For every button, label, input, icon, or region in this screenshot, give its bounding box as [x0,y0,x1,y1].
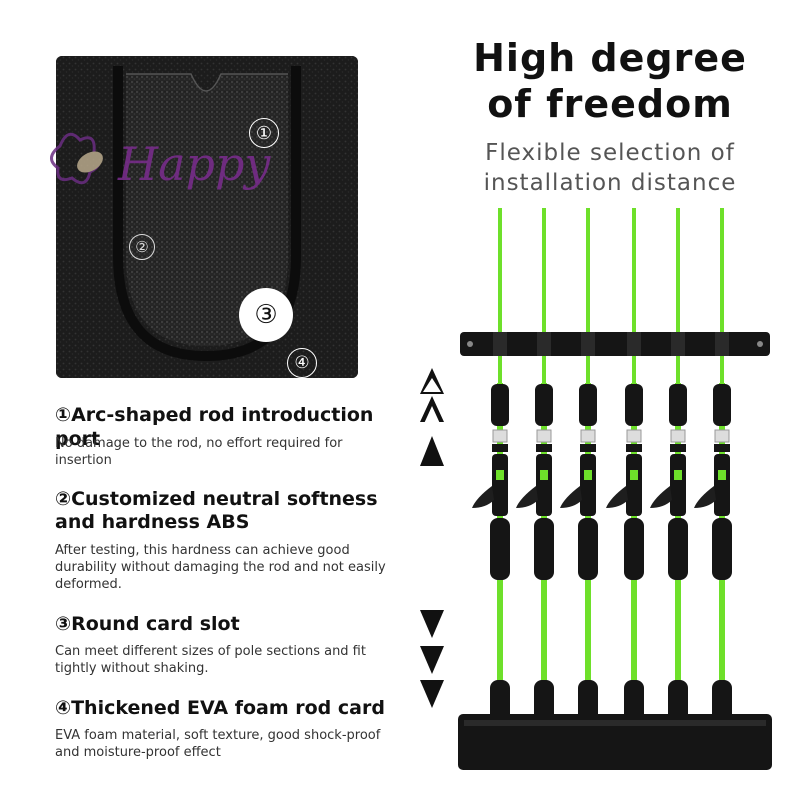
arrow-down-icons [420,610,444,708]
feature-3-heading: ③Round card slot [55,613,240,635]
fishing-rod [560,208,598,728]
fishing-rod [472,208,510,728]
rod-rack-illustration [420,208,772,770]
feature-2-description: After testing, this hardness can achieve… [55,543,386,592]
feature-1-heading: ①Arc-shaped rod introduction port [55,404,374,450]
feature-2-heading-line-2: and hardness ABS [55,511,250,533]
title-line-1: High degree [473,36,747,80]
marker-3: ③ [239,288,293,342]
feature-2-heading-line-1: ②Customized neutral softness [55,488,378,510]
fishing-rod [650,208,688,728]
marker-4: ④ [287,348,317,378]
feature-4-description: EVA foam material, soft texture, good sh… [55,728,381,760]
feature-4-heading: ④Thickened EVA foam rod card [55,697,385,719]
fishing-rods [472,208,732,728]
feature-3-description: Can meet different sizes of pole section… [55,644,366,676]
subtitle-line-1: Flexible selection of [485,140,735,166]
marker-2: ② [129,234,155,260]
fishing-rod [606,208,644,728]
title-line-2: of freedom [487,82,733,126]
bottom-rack-bar [458,714,772,770]
happy-watermark-logo: Happy [50,132,271,191]
subtitle-line-2: installation distance [483,170,737,196]
watermark-text: Happy [117,137,271,191]
fishing-rod [694,208,732,728]
slot-illustration [56,56,358,378]
arrow-up-icons [420,368,444,466]
feature-1-description: No damage to the rod, no effort required… [55,436,343,468]
marker-1: ① [249,118,279,148]
fishing-rod [516,208,554,728]
rod-holder-closeup-photo: ① ② ③ ④ [56,56,358,378]
